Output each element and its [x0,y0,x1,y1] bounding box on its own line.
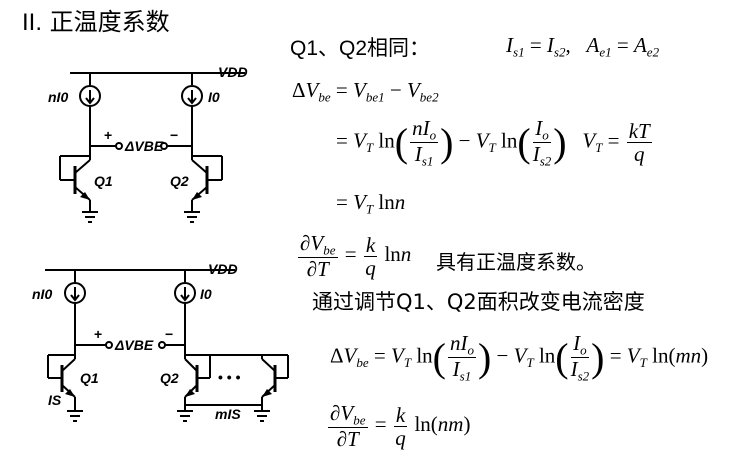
equation-is-ae: Is1 = Is2, Ae1 = Ae2 [506,33,660,60]
bottom-delta-vbe-label: ΔVBE [114,337,154,353]
top-vdd-label: VDD [218,64,248,80]
positive-tc-text: 具有正温度系数。 [436,250,596,274]
top-right-source-label: I0 [208,89,220,105]
top-plus-sign: + [104,127,112,143]
top-minus-sign: − [170,127,178,143]
top-q1-label: Q1 [94,173,113,189]
bottom-q1-label: Q1 [80,370,99,386]
bottom-plus-sign: + [94,326,102,342]
bottom-circuit-diagram: VDD nI0 I0 ΔVBE Q1 Q2 IS mIS + − • • • [32,261,289,422]
bottom-left-source-label: nI0 [32,286,52,302]
equation-vt-ln-n: = VT lnn [336,190,406,217]
equation-delta-vbe-def: ΔVbe = Vbe1 − Vbe2 [292,78,439,105]
bottom-mis-label: mIS [215,406,241,422]
section-number: II. [22,9,43,36]
section-title: 正温度系数 [49,8,170,36]
bottom-q2-label: Q2 [160,370,179,386]
top-q2-label: Q2 [170,173,189,189]
bottom-is-label: IS [48,392,62,408]
bottom-dots: • • • [218,369,241,385]
top-delta-vbe-label: ΔVBE [124,138,164,154]
top-left-source-label: nI0 [48,89,68,105]
slide-heading: II. 正温度系数 [22,2,170,37]
adjust-area-text: 通过调节Q1、Q2面积改变电流密度 [312,290,645,314]
top-circuit-diagram: VDD nI0 I0 ΔVBE Q1 Q2 + − [48,64,248,223]
bottom-right-source-label: I0 [200,286,212,302]
bottom-minus-sign: − [165,326,173,342]
same-label: Q1、Q2相同： [290,37,431,60]
bottom-vdd-label: VDD [208,261,238,277]
